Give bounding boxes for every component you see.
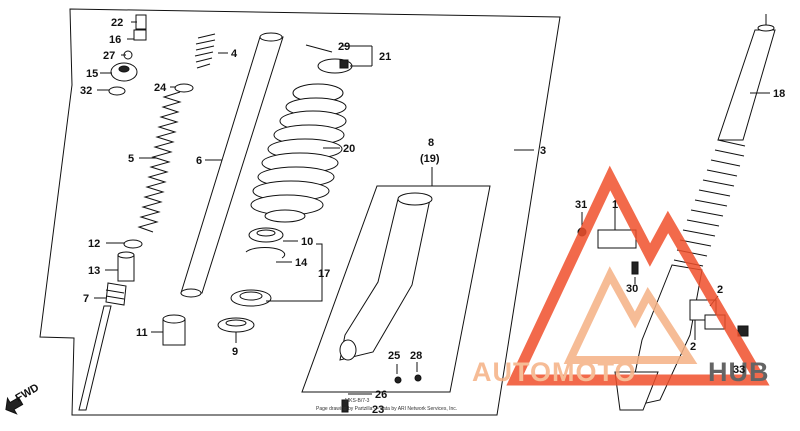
label-24: 24: [154, 82, 167, 94]
label-4: 4: [231, 48, 238, 60]
label-31: 31: [575, 199, 587, 211]
label-16: 16: [109, 34, 121, 46]
damper-rod-assembly: [78, 14, 186, 411]
forward-arrow: FWD: [5, 382, 42, 415]
label-2-upper: 2: [717, 284, 723, 296]
fork-seals: [217, 227, 286, 333]
label-1: 1: [612, 199, 618, 211]
label-21: 21: [379, 51, 391, 63]
label-10: 10: [301, 236, 313, 248]
label-23: 23: [372, 404, 384, 416]
label-14: 14: [295, 257, 308, 269]
leader-lines: [94, 21, 770, 395]
watermark-text-hub: HUB: [708, 357, 770, 387]
label-25: 25: [388, 350, 400, 362]
automotohub-watermark: AUTOMOTO HUB: [472, 165, 770, 387]
label-32: 32: [80, 85, 92, 97]
watermark-text-automoto: AUTOMOTO: [472, 357, 637, 387]
label-7: 7: [83, 293, 89, 305]
fwd-label: FWD: [14, 382, 42, 405]
label-3: 3: [540, 145, 546, 157]
label-28: 28: [410, 350, 422, 362]
exploded-view-panel: [39, 8, 561, 416]
damper-subpanel: [301, 185, 491, 393]
label-18: 18: [773, 88, 785, 100]
part-number-labels: 22 16 27 15 32 4 24 5 6 12 13 7 11 29 21…: [80, 17, 785, 416]
label-15: 15: [86, 68, 98, 80]
spring-tube-group: [174, 32, 284, 298]
label-20: 20: [343, 143, 355, 155]
label-12: 12: [88, 238, 100, 250]
label-11: 11: [136, 327, 148, 339]
label-17: 17: [318, 268, 330, 280]
label-13: 13: [88, 265, 100, 277]
assembled-fork: [577, 14, 776, 411]
label-9: 9: [232, 346, 238, 358]
label-6: 6: [196, 155, 202, 167]
footer-code: MKS-B/7-3: [345, 398, 370, 404]
dust-boot: [250, 83, 347, 223]
label-29: 29: [338, 41, 350, 53]
label-19: (19): [420, 153, 440, 165]
label-2-lower: 2: [690, 341, 696, 353]
fork-slider: [339, 192, 433, 413]
label-30: 30: [626, 283, 638, 295]
label-22: 22: [111, 17, 123, 29]
label-8: 8: [428, 137, 434, 149]
boot-clip: [305, 44, 353, 74]
label-27: 27: [103, 50, 115, 62]
footer-credit: Page drawing by Partzilla — data by ARI …: [316, 406, 457, 412]
label-33: 33: [733, 364, 745, 376]
label-26: 26: [375, 389, 387, 401]
label-5: 5: [128, 153, 134, 165]
